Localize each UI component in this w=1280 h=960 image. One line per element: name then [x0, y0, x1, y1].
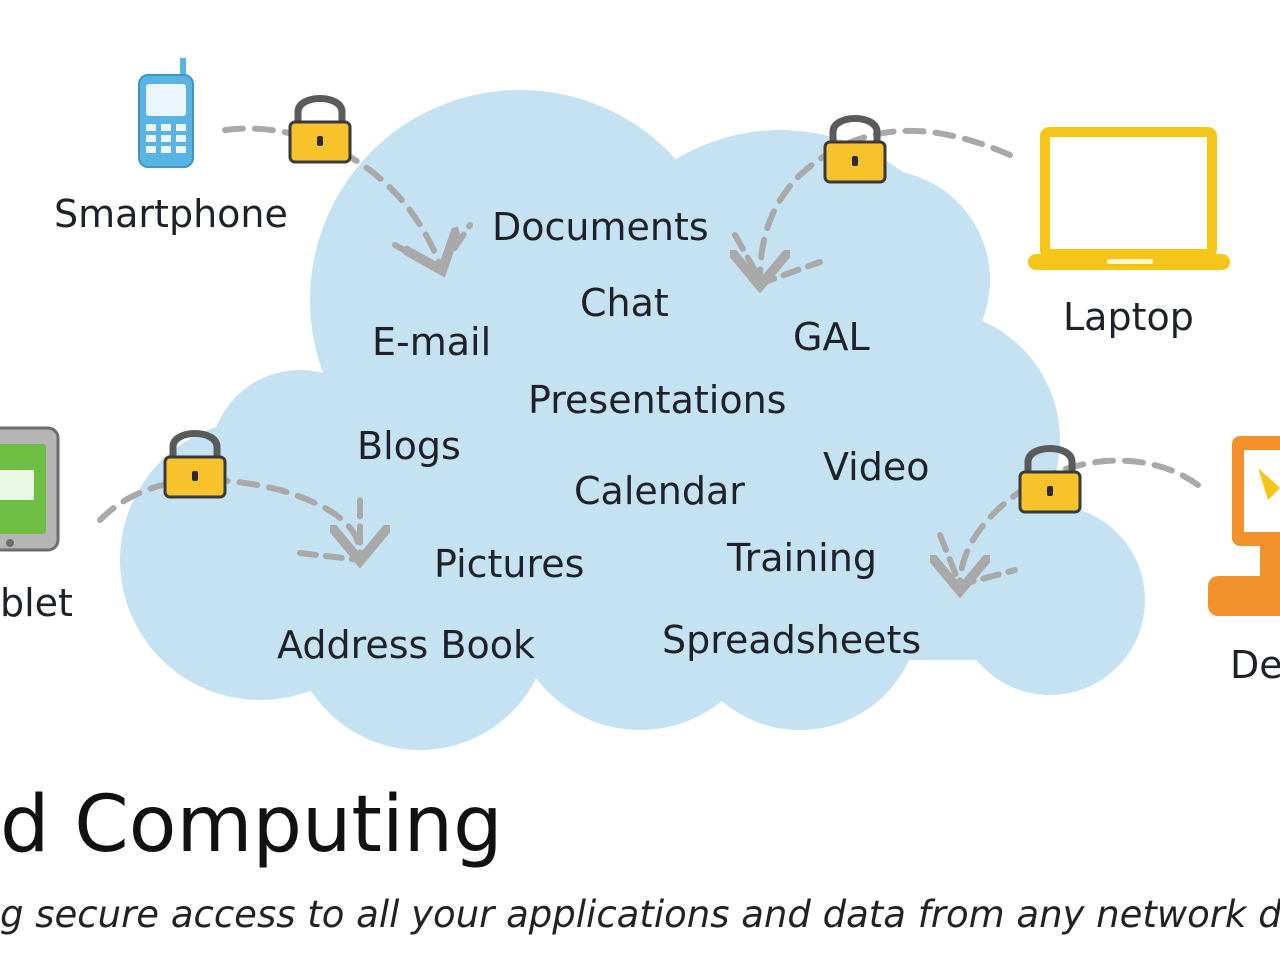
- cloud-diagram: [0, 58, 1280, 750]
- cloud-item-pictures: Pictures: [434, 542, 585, 586]
- cloud-item-video: Video: [823, 445, 930, 489]
- device-label-desktop: De: [1230, 643, 1280, 687]
- cloud-shape: [120, 90, 1145, 750]
- page-title: d Computing: [0, 780, 503, 870]
- tablet-icon: [0, 426, 60, 552]
- lock-icon: [823, 115, 887, 184]
- cloud-item-spreadsheets: Spreadsheets: [662, 618, 922, 662]
- cloud-item-blogs: Blogs: [357, 424, 461, 468]
- cloud-item-chat: Chat: [580, 281, 669, 325]
- arrow-tablet: [97, 477, 360, 555]
- lock-icon: [1018, 445, 1082, 514]
- cloud-item-presentations: Presentations: [528, 378, 787, 422]
- lock-icon: [288, 95, 352, 164]
- cloud-item-gal: GAL: [793, 315, 870, 359]
- cloud-item-documents: Documents: [492, 205, 709, 249]
- desktop-icon: [1208, 436, 1280, 616]
- smartphone-icon: [138, 58, 194, 168]
- cloud-item-training: Training: [727, 536, 877, 580]
- arrow-laptop: [760, 127, 1013, 280]
- cloud-item-email: E-mail: [372, 320, 492, 364]
- cloud-item-calendar: Calendar: [574, 469, 745, 513]
- device-label-laptop: Laptop: [1063, 295, 1194, 339]
- laptop-icon: [1028, 127, 1230, 270]
- device-label-tablet: blet: [0, 581, 73, 625]
- device-label-smartphone: Smartphone: [54, 192, 288, 236]
- lock-icon: [163, 430, 227, 499]
- cloud-item-address-book: Address Book: [277, 623, 535, 667]
- arrow-chevrons: [297, 222, 1018, 589]
- page-subtitle: g secure access to all your applications…: [0, 893, 1280, 936]
